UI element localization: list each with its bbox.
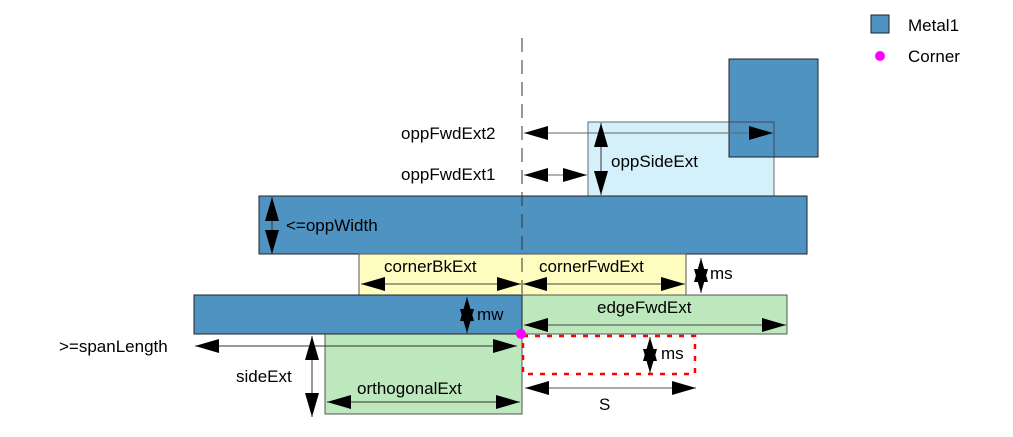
opp-fwd-ext2-label: oppFwdExt2: [401, 124, 496, 143]
legend-corner-label: Corner: [908, 47, 960, 66]
mw-label: mw: [477, 305, 504, 324]
side-ext-label: sideExt: [236, 367, 292, 386]
metal1-opposite-wide: [258, 195, 808, 255]
legend-metal1-label: Metal1: [908, 16, 959, 35]
legend: Metal1 Corner: [870, 14, 960, 66]
legend-metal1-swatch: [870, 14, 890, 34]
metal1-main-wire: [193, 294, 523, 335]
opp-fwd-ext1-label: oppFwdExt1: [401, 165, 496, 184]
spacing-box: [521, 334, 697, 376]
corner-fwd-ext-label: cornerFwdExt: [539, 257, 644, 276]
corner-marker: [516, 329, 526, 339]
ms-bottom-label: ms: [661, 344, 684, 363]
ms-top-label: ms: [710, 264, 733, 283]
opp-width-label: <=oppWidth: [286, 216, 378, 235]
spacing-label: S: [599, 395, 610, 414]
corner-bk-ext-label: cornerBkExt: [384, 257, 477, 276]
legend-corner-dot: [875, 51, 885, 61]
edge-fwd-ext-label: edgeFwdExt: [597, 298, 692, 317]
opp-side-ext-label: oppSideExt: [611, 152, 698, 171]
orthogonal-ext-label: orthogonalExt: [357, 379, 462, 398]
span-length-label: >=spanLength: [59, 337, 168, 356]
